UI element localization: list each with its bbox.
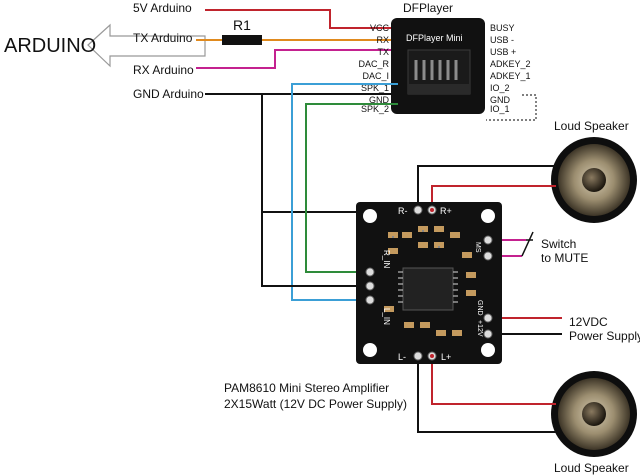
pin-adkey1: ADKEY_1 xyxy=(490,71,531,81)
amp-caption-1: PAM8610 Mini Stereo Amplifier xyxy=(224,381,389,395)
pin-vcc: VCC xyxy=(370,23,390,33)
amp-gnd: GND xyxy=(476,300,483,316)
wire-gnd-amp xyxy=(261,212,370,287)
dfplayer-right-pins: BUSY USB - USB + ADKEY_2 ADKEY_1 IO_2 GN… xyxy=(490,23,531,114)
wire-r-plus xyxy=(431,185,556,204)
dfplayer-module xyxy=(391,18,485,114)
wire-r-minus xyxy=(417,165,556,204)
arduino-rx-label: RX Arduino xyxy=(133,63,194,77)
wire-spk1 xyxy=(291,83,398,301)
pin-adkey2: ADKEY_2 xyxy=(490,59,531,69)
power-label-2: Power Supply xyxy=(569,329,640,343)
dfplayer-title: DFPlayer xyxy=(403,1,453,15)
amp-r-plus: R+ xyxy=(440,206,452,216)
pin-dac-i: DAC_I xyxy=(362,71,389,81)
amp-caption-2: 2X15Watt (12V DC Power Supply) xyxy=(224,397,407,411)
speaker-bottom xyxy=(551,371,637,457)
amp-r-minus: R- xyxy=(398,206,408,216)
pin-usb-plus: USB + xyxy=(490,47,516,57)
speaker-top-label: Loud Speaker xyxy=(554,119,629,133)
wire-l-plus xyxy=(431,362,556,405)
amp-l-plus: L+ xyxy=(441,352,451,362)
arduino-label: ARDUINO xyxy=(4,35,96,57)
power-label-1: 12VDC xyxy=(569,315,608,329)
pin-gnd-right: GND xyxy=(490,95,511,105)
arduino-tx-label: TX Arduino xyxy=(133,31,193,45)
resistor-r1 xyxy=(222,35,262,45)
wire-rx xyxy=(196,49,398,69)
pin-gnd-left: GND xyxy=(369,95,390,105)
pin-spk1: SPK_1 xyxy=(361,83,389,93)
pin-rx: RX xyxy=(376,35,389,45)
switch-label-2: to MUTE xyxy=(541,251,588,265)
switch-label-1: Switch xyxy=(541,237,576,251)
amp-l-minus: L- xyxy=(398,352,406,362)
arduino-gnd-label: GND Arduino xyxy=(133,87,204,101)
arduino-arrow xyxy=(87,23,206,68)
speaker-bottom-label: Loud Speaker xyxy=(554,461,629,475)
amp-l-in: L_IN xyxy=(382,308,391,325)
speaker-top xyxy=(551,137,637,223)
dfplayer-board-name: DFPlayer Mini xyxy=(406,33,463,43)
mute-switch xyxy=(521,231,534,257)
wire-vcc xyxy=(205,9,398,29)
pam8610-board xyxy=(356,202,502,364)
pin-io2: IO_2 xyxy=(490,83,510,93)
resistor-label: R1 xyxy=(233,17,251,33)
pin-io1: IO_1 xyxy=(490,104,510,114)
amp-12v: +12V xyxy=(476,320,483,337)
amp-r-in: R_IN xyxy=(382,250,391,268)
pin-usb-minus: USB - xyxy=(490,35,514,45)
dfplayer-left-pins: VCC RX TX DAC_R DAC_I SPK_1 GND SPK_2 xyxy=(358,23,389,114)
pin-tx: TX xyxy=(377,47,389,57)
wire-spk2 xyxy=(305,103,398,273)
wire-gnd-dotted xyxy=(486,94,537,121)
pin-busy: BUSY xyxy=(490,23,515,33)
wire-l-minus xyxy=(417,362,556,433)
pin-spk2: SPK_2 xyxy=(361,104,389,114)
amp-ms: MS xyxy=(474,242,481,253)
pin-dac-r: DAC_R xyxy=(358,59,389,69)
arduino-5v-label: 5V Arduino xyxy=(133,1,192,15)
